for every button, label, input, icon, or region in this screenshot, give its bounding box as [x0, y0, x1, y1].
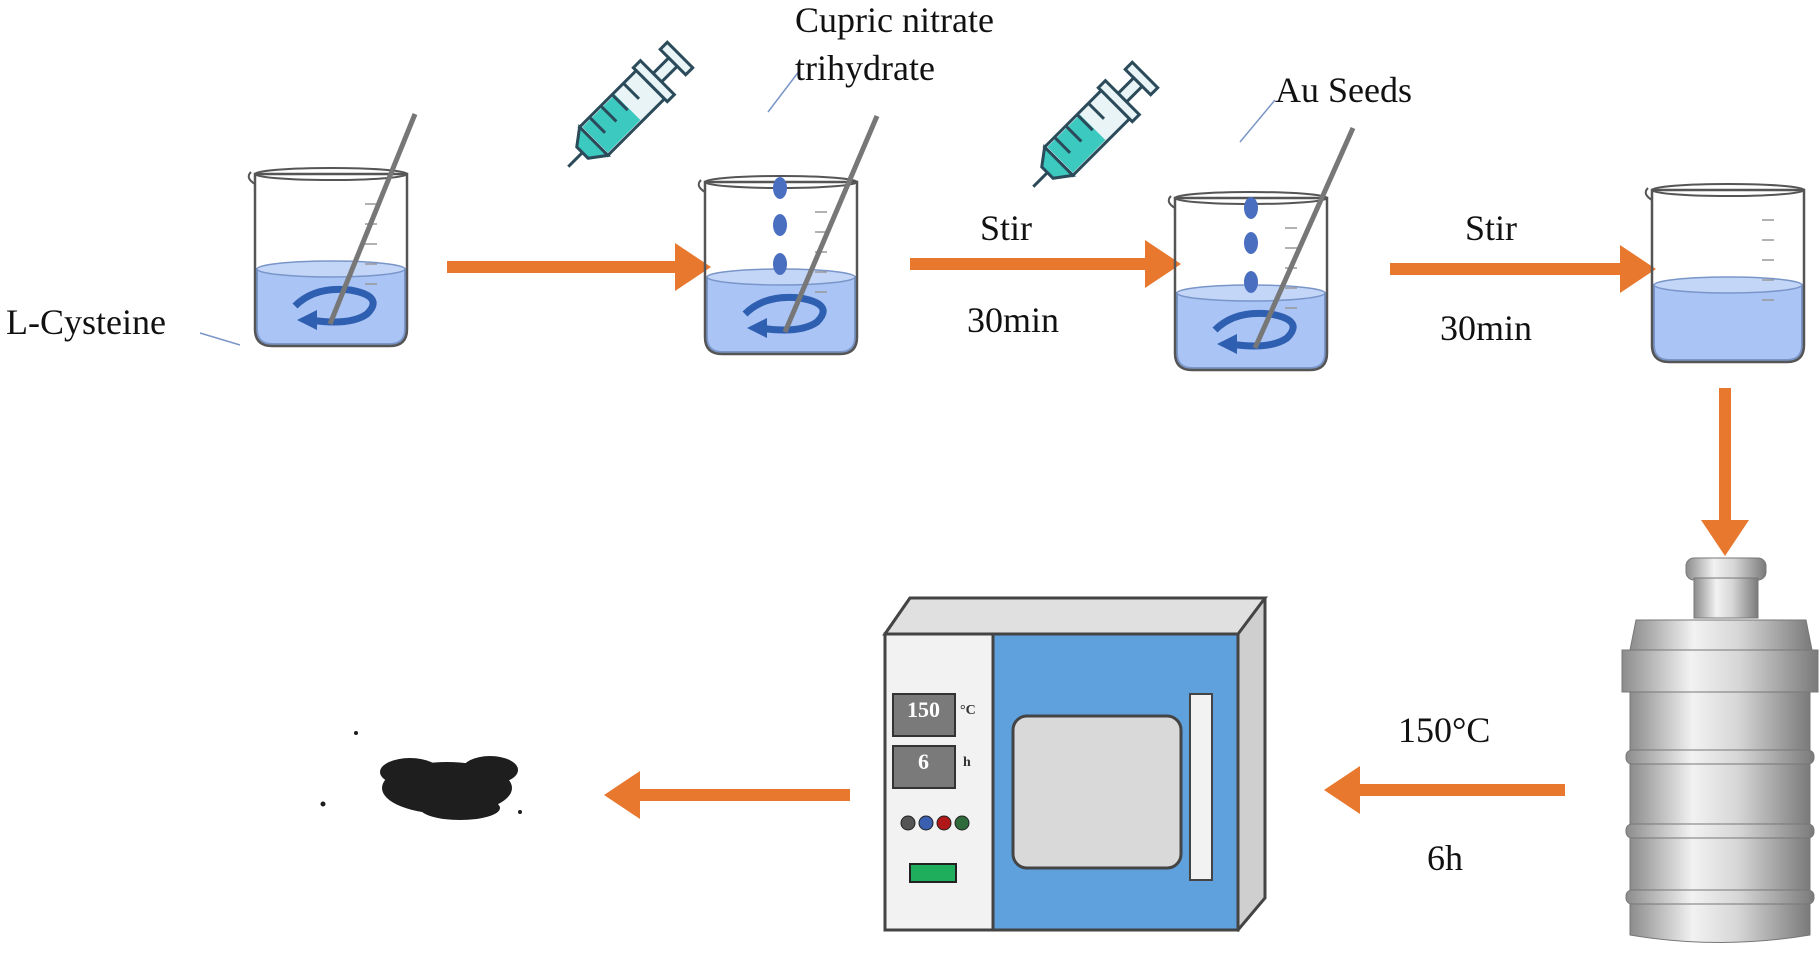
drops-1	[773, 177, 787, 275]
oven-temp-value: 150	[907, 697, 940, 722]
label-duration: 6h	[1427, 838, 1463, 878]
autoclave	[1621, 557, 1819, 943]
beaker-2	[697, 115, 880, 356]
time-display	[892, 745, 956, 789]
beaker-1	[247, 113, 418, 348]
stir-rod	[1252, 126, 1356, 350]
drops-2	[1244, 197, 1258, 293]
temp-display	[892, 693, 956, 737]
oven	[882, 596, 1268, 933]
oven-power-indicator	[909, 863, 957, 883]
beaker-4	[1644, 182, 1806, 364]
label-cupric-nitrate-1: Cupric nitrate	[795, 0, 994, 40]
leader-line	[1239, 99, 1276, 143]
label-l-cysteine: L-Cysteine	[6, 302, 166, 342]
label-time-1: 30min	[967, 300, 1060, 340]
label-stir-1: Stir	[980, 208, 1033, 248]
oven-window	[1011, 714, 1183, 870]
leader-line	[199, 332, 241, 346]
stir-rod	[782, 115, 880, 333]
leader-line	[767, 69, 801, 113]
label-stir-2: Stir	[1465, 208, 1518, 248]
oven-time-unit: h	[963, 755, 971, 770]
label-cupric-nitrate-2: trihydrate	[795, 48, 935, 88]
oven-handle	[1189, 693, 1213, 881]
syringe-1	[549, 36, 699, 186]
oven-temp-unit: °C	[960, 703, 976, 718]
powder-product	[320, 731, 522, 820]
oven-time-value: 6	[918, 749, 929, 774]
label-time-2: 30min	[1440, 308, 1533, 348]
label-au-seeds: Au Seeds	[1275, 70, 1412, 110]
beaker-3	[1167, 126, 1356, 372]
syringe-2	[1014, 56, 1164, 206]
label-temperature: 150°C	[1398, 710, 1491, 750]
stir-rod	[327, 113, 418, 325]
